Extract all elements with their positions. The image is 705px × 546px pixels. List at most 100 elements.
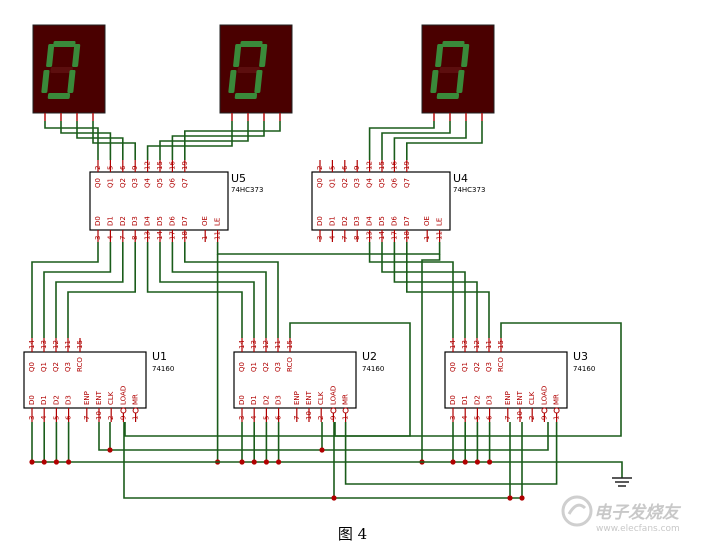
counter-pin-label: ENT <box>305 390 313 405</box>
figure-caption: 图 4 <box>337 525 368 543</box>
latch-pin-num: 1 <box>423 236 431 240</box>
counter-pin-label: D2 <box>473 395 481 405</box>
latch-pin-label: D3 <box>131 216 139 226</box>
wire <box>368 242 454 338</box>
counter-pin-num: 2 <box>107 416 115 420</box>
counter-pin-num: 12 <box>473 340 481 349</box>
latch-pin-label: D7 <box>403 216 411 226</box>
latch-pin-num: 9 <box>353 166 361 170</box>
counter-ref: U2 <box>362 350 377 363</box>
wire <box>60 121 112 160</box>
wire <box>171 121 265 160</box>
counter-pin-num: 9 <box>119 416 127 420</box>
latch-pin-num: 11 <box>436 231 444 240</box>
watermark-logo: 电子发烧友 www.elecfans.com <box>560 492 700 542</box>
latch-pin-label: D6 <box>168 216 176 226</box>
wire <box>43 242 112 338</box>
counter-pin-label: Q3 <box>485 362 493 372</box>
latch-pin-label: D0 <box>94 216 102 226</box>
junction-dot <box>251 459 257 465</box>
inversion-bubble <box>330 407 337 414</box>
junction-dot <box>276 459 282 465</box>
counter-pin-label: MR <box>553 394 561 405</box>
counter-pin-label: Q2 <box>262 362 270 372</box>
counter-pin-num: 2 <box>317 416 325 420</box>
wire <box>159 242 255 338</box>
seven-segment-display <box>421 24 495 121</box>
counter-pin-label: LOAD <box>119 386 127 405</box>
junction-dot <box>66 459 72 465</box>
counter-pin-label: D0 <box>238 395 246 405</box>
inversion-bubble <box>120 407 127 414</box>
watermark-name: 电子发烧友 <box>594 503 679 523</box>
counter-pin-label: ENP <box>293 391 301 405</box>
counter-pin-label: Q0 <box>28 362 36 372</box>
latch-pin-label: Q3 <box>131 178 139 188</box>
latch-pin-label: Q6 <box>168 177 176 188</box>
counter-pin-num: 15 <box>497 340 505 349</box>
latch-ref: U5 <box>231 172 246 185</box>
wire <box>368 121 435 160</box>
watermark-icon <box>561 495 593 527</box>
latch-pin-label: D4 <box>366 216 374 226</box>
counter-pin-num: 5 <box>52 416 60 420</box>
counter-pin-num: 10 <box>516 411 524 420</box>
counter-ref: U3 <box>573 350 588 363</box>
latch-pin-label: Q6 <box>390 177 398 188</box>
counter-pin-label: Q1 <box>40 362 48 372</box>
components: U574HC3732Q05Q16Q29Q312Q415Q516Q619Q73D0… <box>23 24 595 422</box>
wire <box>405 121 483 160</box>
ground-bus <box>34 461 623 478</box>
wire <box>381 121 451 160</box>
inversion-bubble <box>342 407 349 414</box>
counter-pin-num: 1 <box>553 416 561 420</box>
junction-dot <box>462 459 468 465</box>
segment-f <box>233 44 242 67</box>
counter-pin-label: ENT <box>516 390 524 405</box>
segment-e <box>430 70 439 93</box>
junction-dot <box>263 459 269 465</box>
segment-c <box>254 70 263 93</box>
latch-pin-num: 5 <box>106 166 114 170</box>
segment-e <box>41 70 50 93</box>
counter-pin-label: D1 <box>40 395 48 405</box>
latch-pin-num: 7 <box>119 236 127 240</box>
latch-part: 74HC373 <box>453 186 485 194</box>
junction-dot <box>450 459 456 465</box>
counter-pin-label: D3 <box>275 395 283 405</box>
latch-pin-num: 19 <box>403 161 411 170</box>
counter-pin-label: LOAD <box>540 386 548 405</box>
latch-pin-num: 16 <box>390 161 398 170</box>
latch-pin-num: 2 <box>94 166 102 170</box>
counter-pin-num: 7 <box>83 416 91 420</box>
junction-dot <box>487 459 493 465</box>
counter-pin-num: 7 <box>504 416 512 420</box>
seven-segment-display <box>32 24 106 121</box>
latch-pin-label: OE <box>423 216 431 226</box>
latch-pin-label: D5 <box>156 216 164 226</box>
counter-pin-label: RCO <box>76 357 84 372</box>
latch-pin-label: Q5 <box>156 178 164 188</box>
counter-pin-label: Q0 <box>238 362 246 372</box>
latch-pin-label: D2 <box>119 216 127 226</box>
latch-pin-num: 11 <box>214 231 222 240</box>
wire <box>31 242 99 338</box>
latch-pin-num: 14 <box>378 231 386 240</box>
segment-g <box>237 67 260 73</box>
segment-d <box>47 93 71 99</box>
latch-pin-num: 19 <box>181 161 189 170</box>
wire <box>405 242 490 338</box>
counter-pin-num: 11 <box>485 340 493 349</box>
counter-pin-label: Q1 <box>250 362 258 372</box>
inversion-bubble <box>553 407 560 414</box>
counter-pin-label: D2 <box>262 395 270 405</box>
counter-pin-num: 3 <box>449 416 457 420</box>
counter-pin-label: LOAD <box>329 386 337 405</box>
wire <box>76 121 124 160</box>
counter-u1: U17416014Q013Q112Q211Q315RCO3D04D15D26D3… <box>23 338 174 422</box>
counter-body <box>233 351 357 409</box>
latch-pin-num: 15 <box>378 161 386 170</box>
latch-pin-num: 5 <box>328 166 336 170</box>
latch-pin-num: 18 <box>181 231 189 240</box>
wire <box>55 242 124 338</box>
